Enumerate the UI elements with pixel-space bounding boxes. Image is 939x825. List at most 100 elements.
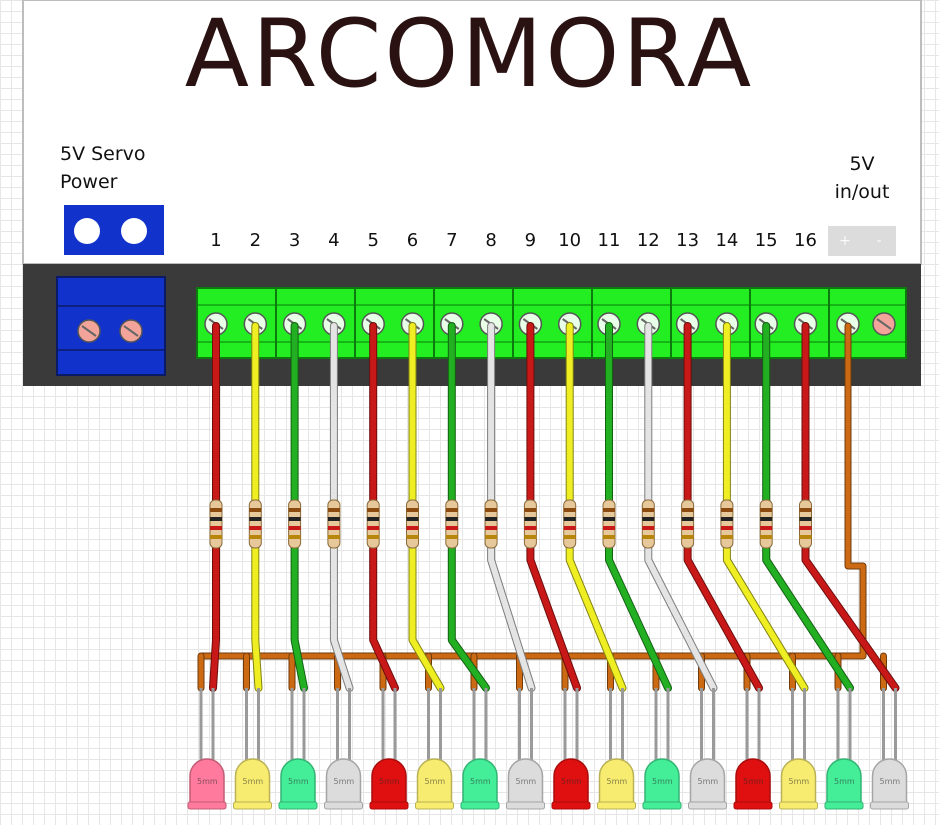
led-label-9: 5mm [561,777,582,786]
pin-label-6: 6 [406,230,419,251]
resistor-band [642,535,655,539]
resistor-band [563,526,576,530]
resistor-band [249,508,262,512]
led-8 [507,758,544,809]
resistor-band [445,526,458,530]
pin-label-4: 4 [328,230,340,251]
led-rim-8 [506,801,545,810]
led-rim-15 [824,801,864,810]
resistor-band [210,535,222,539]
led-3 [280,758,316,809]
signal-wire-lower-3 [291,545,307,691]
resistor-band [210,526,222,530]
signal-wire-lower-2 [252,545,262,691]
signal-wire-lower-5 [370,545,398,691]
resistor-band [367,508,380,512]
resistor-band [485,535,498,539]
pin-label-10: 10 [558,230,582,251]
pin-label-15: 15 [754,230,778,251]
pin-label-14: 14 [715,230,739,251]
servo-header-hole-1 [74,218,100,244]
resistor-band [524,517,537,521]
led-1 [189,758,225,809]
led-16 [871,758,908,809]
led-13 [735,758,771,809]
led-label-1: 5mm [197,777,218,786]
resistor-15 [759,499,773,549]
led-rim-6 [415,801,454,810]
resistor-band [288,526,301,530]
resistor-band [524,535,537,539]
resistor-band [642,508,655,512]
resistor-band [799,526,812,530]
resistor-14 [720,499,734,549]
resistor-band [327,517,340,521]
resistor-band [327,508,340,512]
led-2 [234,758,271,809]
resistor-band [524,508,537,512]
servo-power-label: 5V Servo Power [60,140,180,196]
resistor-10 [563,499,577,549]
resistor-band [210,508,222,512]
resistor-band [681,535,694,539]
resistor-band [720,508,733,512]
resistor-11 [602,499,616,549]
led-label-15: 5mm [834,777,855,786]
resistor-band [603,508,615,512]
led-label-3: 5mm [288,777,309,786]
signal-wire-lower-8 [488,545,535,691]
pin-label-5: 5 [367,230,379,251]
resistor-3 [288,499,302,549]
resistor-band [367,526,380,530]
resistor-band [799,535,812,539]
resistor-band [720,535,733,539]
resistor-band [288,535,301,539]
led-label-4: 5mm [333,777,355,786]
resistor-band [327,526,340,530]
signal-wire-lower-13 [684,545,762,691]
resistor-band [799,517,812,521]
led-11 [644,758,680,809]
resistor-band [249,517,262,521]
resistor-band [799,508,812,512]
signal-wire-lower-12 [645,545,717,691]
led-rim-14 [779,801,818,810]
signal-wire-lower-1 [210,545,219,691]
led-label-11: 5mm [652,777,673,786]
polarity-minus-label: - [862,226,896,256]
led-9 [553,758,589,809]
led-12 [689,758,726,809]
resistor-band [760,517,773,521]
pin-label-9: 9 [524,230,537,251]
signal-wire-lower-6 [409,545,444,691]
led-label-5: 5mm [379,777,400,786]
resistor-band [485,508,498,512]
resistor-13 [681,499,695,549]
resistor-band [642,526,655,530]
resistor-7 [445,499,459,549]
signal-wire-lower-7 [448,545,489,691]
led-rim-12 [688,801,727,810]
resistor-band [327,535,340,539]
resistor-band [485,526,498,530]
resistor-band [485,517,498,521]
led-label-14: 5mm [788,777,810,786]
servo-screw-1-slot [81,325,97,337]
led-rim-10 [597,801,636,810]
led-rim-16 [870,801,909,810]
vin-label: 5V in/out [820,150,904,206]
resistor-band [406,508,419,512]
led-label-10: 5mm [606,777,628,786]
servo-power-label-line1: 5V Servo [60,143,146,165]
led-14 [780,758,817,809]
led-label-7: 5mm [470,777,491,786]
resistor-band [249,526,262,530]
led-7 [462,758,498,809]
led-rim-13 [733,801,773,810]
signal-wire-lower-16 [802,545,899,691]
resistor-5 [366,499,380,549]
led-15 [826,758,862,809]
resistor-band [760,508,773,512]
resistor-band [760,526,773,530]
resistor-12 [641,499,655,549]
